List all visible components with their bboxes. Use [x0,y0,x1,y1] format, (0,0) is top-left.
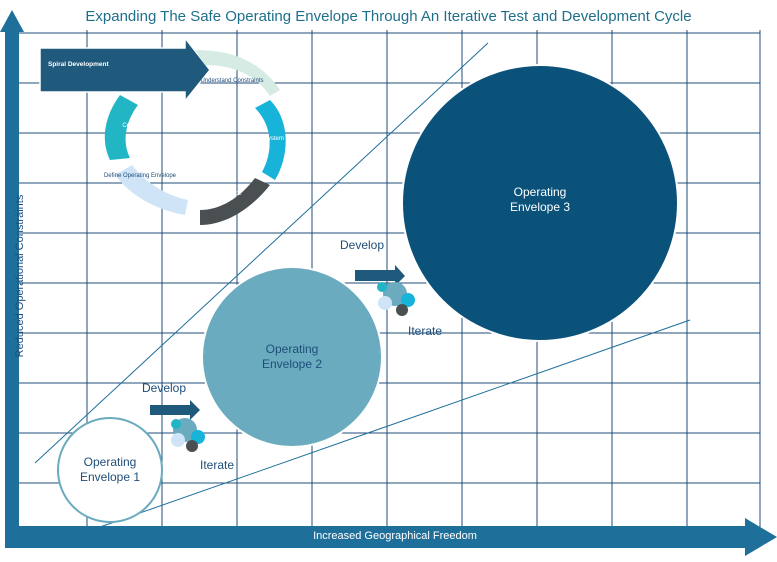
iterate-label-2: Iterate [408,324,443,338]
x-axis [5,518,777,556]
operating-envelope-3-circle [401,64,679,342]
envelope-2-line2: Envelope 2 [261,357,323,371]
spiral-step-understand-constraints: Understand Constraints [200,78,263,84]
spiral-step-define-operating-envelope: Define Operating Envelope [104,173,177,179]
lower-diagonal-line [99,319,691,528]
spiral-development-graphic [39,35,286,225]
x-axis-label: Increased Geographical Freedom [313,530,477,542]
small-cycle-icon-1 [150,400,205,452]
spiral-step-certify: Certify [122,123,139,129]
develop-label-2: Develop [340,238,385,252]
envelope-1-line2: Envelope 1 [79,470,141,484]
envelope-3-line2: Envelope 3 [509,200,571,214]
iterate-label-1: Iterate [200,458,235,472]
operating-envelope-1-circle [57,417,163,523]
y-axis-label: Reduced Operational Constraints [14,194,26,358]
spiral-arrow-label: Spiral Development [48,61,110,68]
operating-envelope-2-label: Operating Envelope 2 [242,342,342,372]
envelope-3-line1: Operating [513,185,567,199]
envelope-2-line1: Operating [265,342,319,356]
develop-label-1: Develop [142,381,187,395]
y-axis [0,10,24,540]
spiral-step-develop-system: Develop System [240,136,284,142]
upper-diagonal-line [34,42,489,464]
diagram-title: Expanding The Safe Operating Envelope Th… [85,8,692,25]
spiral-step-analyse-performance: Analyse Performance [184,191,242,197]
operating-envelope-3-label: Operating Envelope 3 [490,185,590,215]
envelope-1-line1: Operating [83,455,137,469]
operating-envelope-2-circle [201,266,383,448]
small-cycle-icon-2 [355,265,415,316]
operating-envelope-1-label: Operating Envelope 1 [60,455,160,485]
